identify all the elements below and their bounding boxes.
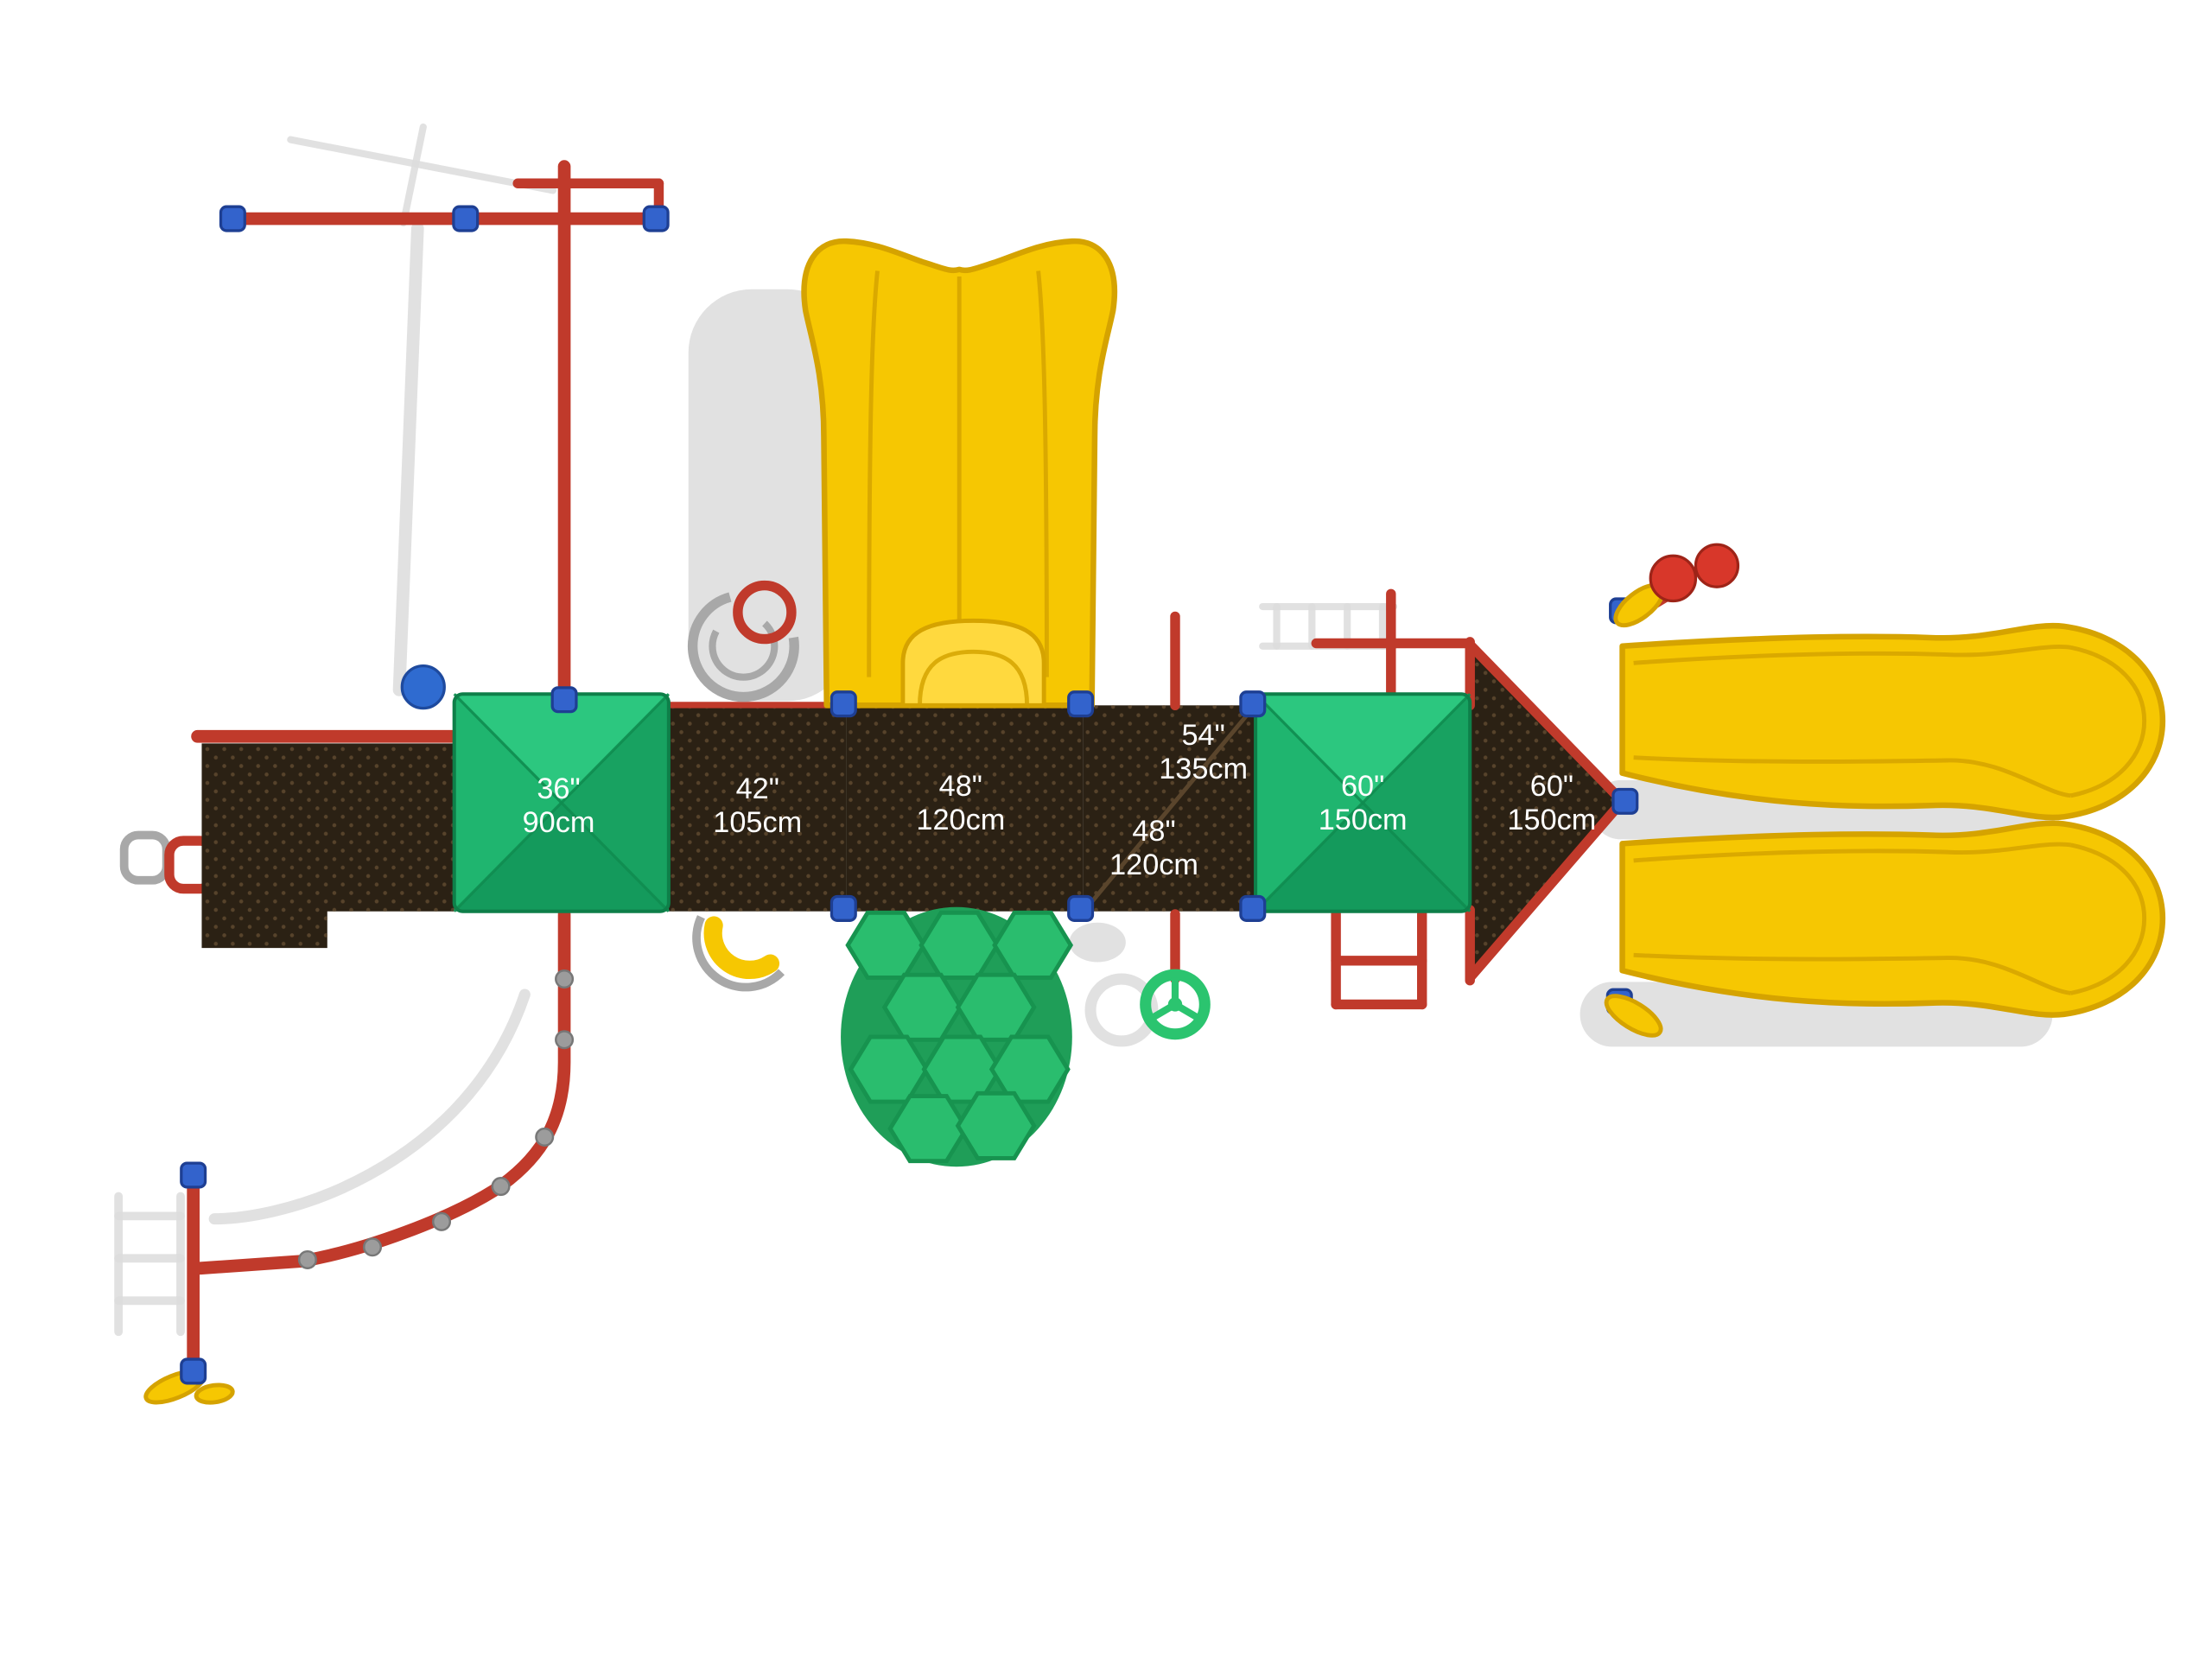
- label-line: 120cm: [1109, 849, 1198, 881]
- label-line: 48": [939, 770, 982, 803]
- steering-wheel-assembly: [1140, 611, 1211, 1040]
- deck-connector: [1239, 690, 1267, 718]
- post-connector: [180, 1357, 207, 1385]
- dimension-label-60b: 60" 150cm: [1507, 770, 1596, 836]
- ramp-seam: [1084, 707, 1255, 910]
- post-connector: [180, 1161, 207, 1189]
- label-line: 54": [1182, 719, 1225, 752]
- top-right-accents: [1604, 543, 1740, 1038]
- label-line: 42": [736, 772, 779, 805]
- blue-ball-cap: [400, 664, 446, 710]
- grab-handle-gray: [119, 830, 171, 885]
- label-line: 90cm: [523, 806, 595, 839]
- slide-entry-hood: [900, 618, 1046, 708]
- dimension-label-54: 54" 135cm: [1159, 719, 1248, 785]
- red-ball-icon: [1694, 543, 1740, 588]
- triangle-rail-top: [1465, 639, 1628, 807]
- deck-connector: [1239, 894, 1267, 922]
- label-line: 105cm: [713, 806, 802, 839]
- spiral-top-ring: [733, 580, 797, 645]
- label-line: 60": [1530, 770, 1573, 803]
- dimension-label-60a: 60" 150cm: [1319, 770, 1408, 836]
- deck-connector: [1067, 894, 1095, 922]
- deck-connector: [830, 894, 857, 922]
- pipe-connector: [219, 205, 246, 232]
- label-line: 48": [1132, 815, 1175, 848]
- wave-slide-right-bottom: [1623, 823, 2163, 1015]
- crawl-pipe-run: [143, 907, 575, 1405]
- red-ball-icon: [1649, 554, 1698, 603]
- pipe-connector: [452, 205, 480, 232]
- dimension-label-48b: 48" 120cm: [1109, 815, 1198, 881]
- green-platform-60: [1254, 692, 1472, 913]
- wave-slide-right-top: [1619, 622, 2166, 821]
- steering-wheel-icon: [1140, 969, 1211, 1040]
- overhead-bar-structure: [119, 160, 665, 894]
- pipe-connectors: [180, 205, 1639, 1385]
- dimension-label-36: 36" 90cm: [523, 772, 595, 839]
- yellow-foot-small: [194, 1382, 235, 1405]
- spiral-slide-exit: [703, 916, 780, 979]
- label-line: 120cm: [916, 804, 1005, 836]
- pipe-connector: [642, 205, 670, 232]
- label-line: 36": [537, 772, 580, 805]
- dimension-label-48: 48" 120cm: [916, 770, 1005, 836]
- spiral-climber: [687, 580, 799, 992]
- yellow-wedge-bottom: [1604, 994, 1663, 1038]
- slide-connector: [1611, 787, 1639, 815]
- rock-climber: [841, 906, 1074, 1167]
- dimension-label-42: 42" 105cm: [713, 772, 802, 839]
- wheel-shadow: [1084, 973, 1159, 1047]
- green-platform-36: [452, 692, 671, 913]
- double-slide-top: [801, 238, 1118, 709]
- label-line: 150cm: [1507, 804, 1596, 836]
- label-line: 150cm: [1319, 804, 1408, 836]
- deck-platforms: [201, 637, 1628, 986]
- pipe-connector: [550, 686, 578, 714]
- label-line: 60": [1341, 770, 1384, 803]
- dimension-labels: 36" 90cm 42" 105cm 48" 120cm 54" 135cm 4…: [523, 719, 1597, 881]
- red-pipe-frames: [1311, 588, 1472, 1010]
- label-line: 135cm: [1159, 753, 1248, 785]
- deck-connector: [1067, 690, 1095, 718]
- deck-connector: [830, 690, 857, 718]
- triangle-rail-bottom: [1465, 796, 1628, 983]
